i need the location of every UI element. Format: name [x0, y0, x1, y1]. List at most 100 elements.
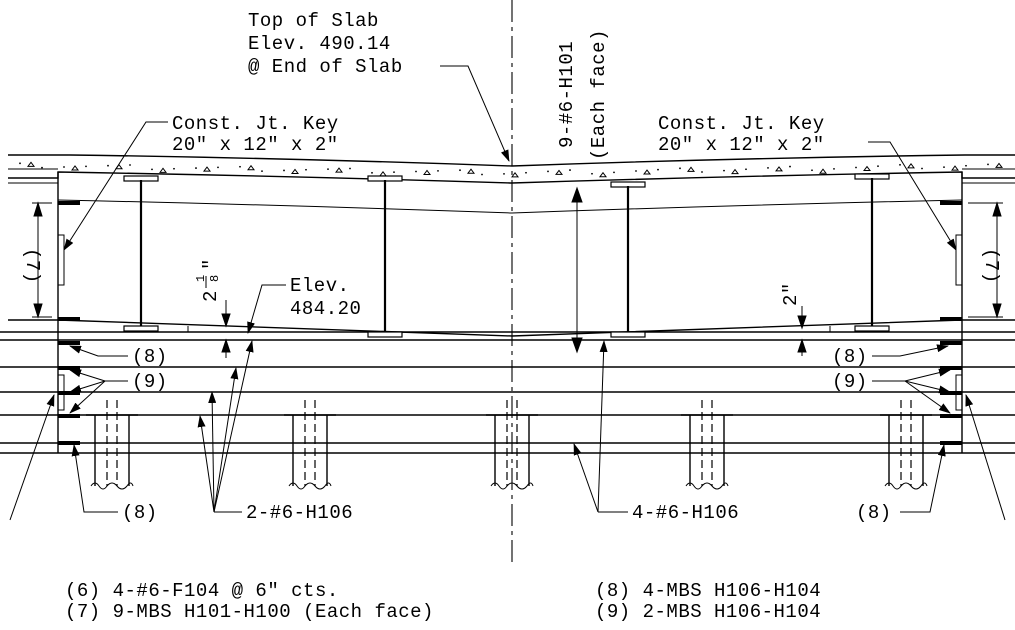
hatch-dot	[63, 166, 65, 168]
hatch-dot	[371, 171, 373, 174]
girders	[123, 173, 890, 338]
note-8: (8) 4-MBS H106-H104	[595, 580, 821, 602]
hatch-dot	[569, 169, 571, 171]
hatch-dot	[723, 169, 725, 172]
hatch-dot	[811, 169, 813, 172]
hatch-dot	[701, 171, 703, 173]
mark-8-bottom-right: (8)	[856, 444, 946, 524]
girder-bottom-flange	[610, 331, 646, 338]
h106-left-callout: 2-#6-H106	[197, 340, 353, 524]
wall-bar-right	[940, 341, 962, 345]
elev-bottom-callout: Elev. 484.20	[247, 275, 361, 334]
note-7: (7) 9-MBS H101-H100 (Each face)	[65, 601, 434, 623]
dim-left: 2 1 8 "	[194, 258, 231, 358]
hatch-tri	[159, 167, 167, 173]
diaphragm	[0, 172, 1015, 454]
wall-bar-right	[940, 414, 962, 418]
wall-bar-left	[58, 201, 80, 205]
mark-7-left: (7)	[21, 201, 52, 319]
hatch-tri	[643, 169, 651, 175]
hatch-tri	[863, 165, 871, 172]
top-of-slab-callout: Top of Slab Elev. 490.14 @ End of Slab	[248, 10, 510, 162]
hatch-dot	[261, 170, 263, 172]
hatch-tri	[71, 165, 79, 171]
hatch-dot	[943, 166, 945, 169]
wall-bar-left	[58, 414, 80, 418]
key-callout-right: Const. Jt. Key 20" x 12" x 2"	[658, 113, 957, 251]
wall-bar-left	[58, 391, 80, 395]
girder-bottom-flange	[123, 325, 159, 332]
hatch-tri	[731, 168, 739, 175]
hatch-dot	[921, 167, 923, 170]
elev-bottom-line2: 484.20	[290, 298, 361, 320]
note-6: (6) 4-#6-F104 @ 6" cts.	[65, 580, 339, 602]
hatch-tri	[687, 166, 695, 172]
hatch-dot	[85, 165, 87, 168]
hatch-tri	[951, 165, 959, 171]
hatch-dot	[327, 168, 329, 171]
hatch-dot	[679, 167, 681, 170]
hatch-tri	[907, 162, 915, 169]
hatch-dot	[195, 167, 197, 169]
wall-bar-left	[58, 366, 80, 370]
top-of-slab-line1: Top of Slab	[248, 10, 379, 32]
hatch-dot	[217, 166, 219, 169]
dim-left-frac-num: 1	[194, 274, 208, 282]
top-of-slab-line2: Elev. 490.14	[248, 33, 391, 55]
mark-9-left-label: (9)	[132, 371, 168, 393]
hatch-dot	[437, 169, 439, 172]
hatch-tri	[775, 166, 783, 172]
pile-break	[884, 482, 928, 490]
girder-bottom-flange	[854, 325, 890, 332]
hatch-dot	[349, 167, 351, 170]
key-left-line1: Const. Jt. Key	[172, 113, 339, 135]
mark-9-right-label: (9)	[832, 371, 868, 393]
dim-left-inch: "	[200, 258, 222, 270]
hatch-dot	[635, 170, 637, 172]
dim-right-label: 2"	[780, 282, 802, 306]
hatch-dot	[129, 164, 131, 166]
mark-8-bottom-right-label: (8)	[856, 502, 892, 524]
hatch-dot	[305, 168, 307, 171]
hatch-tri	[511, 172, 519, 178]
mark-8-bottom-left: (8)	[71, 444, 157, 524]
h106-left-label: 2-#6-H106	[246, 502, 353, 524]
mark-8-left-label: (8)	[132, 346, 168, 368]
dim-right: 2"	[780, 282, 807, 356]
hatch-tri	[291, 168, 299, 174]
wall-bar-right	[940, 366, 962, 370]
hatch-dot	[767, 167, 769, 169]
mark-9-right: (9)	[832, 368, 951, 414]
hatch-tri	[423, 169, 431, 175]
hatch-dot	[547, 170, 549, 173]
hatch-dot	[833, 167, 835, 170]
pile-break	[90, 482, 134, 490]
hatch-dot	[855, 166, 857, 169]
hatch-tri	[819, 168, 827, 174]
girder-bottom-flange	[367, 331, 403, 338]
key-left-line2: 20" x 12" x 2"	[172, 134, 339, 156]
key-right-line2: 20" x 12" x 2"	[658, 134, 825, 156]
pile-break	[288, 482, 332, 490]
hatch-dot	[239, 165, 241, 168]
wall-bar-right	[940, 201, 962, 205]
piles	[86, 400, 932, 490]
hatch-dot	[745, 168, 747, 171]
mark-8-left: (8)	[69, 345, 168, 368]
pile-break	[685, 482, 729, 490]
vertical-bar-dimension: 9-#6-H101 (Each face)	[556, 29, 610, 354]
hatch-tri	[379, 170, 387, 177]
wall-bar-right	[940, 317, 962, 321]
hatch-dot	[657, 168, 659, 171]
key-right-line1: Const. Jt. Key	[658, 113, 825, 135]
hatch-dot	[525, 171, 527, 174]
h106-right-label: 4-#6-H106	[632, 502, 739, 524]
vertical-bar-label: 9-#6-H101	[556, 41, 578, 148]
note-9: (9) 2-MBS H106-H104	[595, 601, 821, 623]
hatch-dot	[503, 172, 505, 175]
hatch-dot	[393, 171, 395, 174]
hatch-dot	[173, 167, 175, 170]
hatch-tri	[203, 166, 211, 172]
wall-bar-left	[58, 441, 80, 445]
